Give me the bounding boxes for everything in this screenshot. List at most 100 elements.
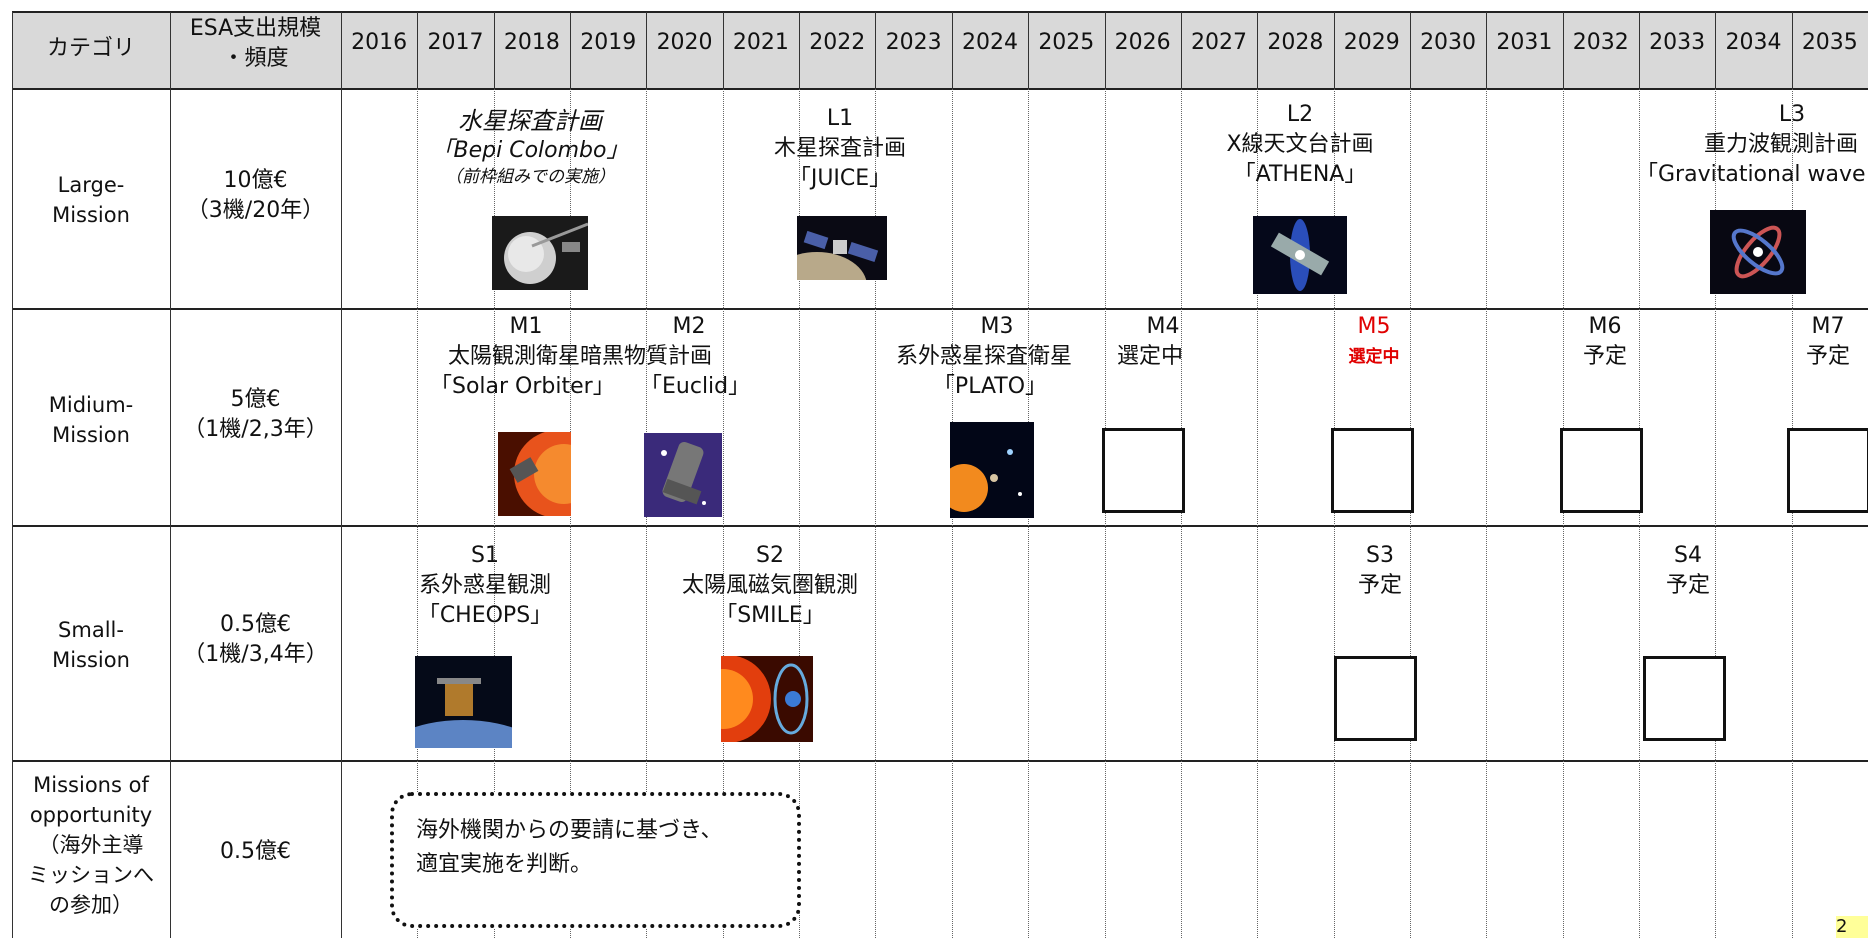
- header-scale: ESA支出規模 ・頻度: [170, 14, 341, 74]
- bepi-colombo-label: 水星探査計画 「Bepi Colombo」 （前枠組みでの実施）: [430, 106, 630, 188]
- m5-status: 選定中: [1348, 347, 1400, 367]
- year-header-2035: 2035: [1801, 30, 1858, 55]
- year-grid-line: [1486, 89, 1488, 938]
- m2-euclid-label: M2 暗黒物質計画 「Euclid」: [580, 312, 770, 402]
- year-header-2019: 2019: [580, 30, 637, 55]
- year-header-divider: [799, 12, 801, 89]
- year-header-2028: 2028: [1267, 30, 1324, 55]
- s4-label: S4 予定: [1638, 541, 1738, 601]
- year-grid-line: [1638, 89, 1640, 938]
- year-header-2030: 2030: [1420, 30, 1477, 55]
- row-opportunity-category-line1: Missions of: [33, 773, 149, 797]
- year-header-2032: 2032: [1572, 30, 1629, 55]
- row-medium-category-line1: Midium-: [48, 393, 134, 417]
- l3-name: 重力波観測計画: [1703, 132, 1858, 157]
- row-opportunity-category-line5: の参加）: [49, 893, 133, 917]
- year-header-2031: 2031: [1496, 30, 1553, 55]
- row-large-scale-line1: 10億€: [223, 168, 288, 193]
- header-bottom-border: [12, 88, 1868, 90]
- scale-column-border: [341, 12, 342, 938]
- row-divider-medium-small: [12, 525, 1868, 527]
- year-header-2017: 2017: [427, 30, 484, 55]
- row-opportunity-category-line4: ミッションへ: [28, 863, 154, 887]
- s4-code: S4: [1674, 543, 1702, 568]
- year-header-divider: [1715, 12, 1717, 89]
- bepi-colombo-project: 「Bepi Colombo」: [431, 138, 629, 163]
- year-header-divider: [570, 12, 572, 89]
- solar-orbiter-image: [498, 432, 571, 516]
- bepi-colombo-name: 水星探査計画: [458, 107, 602, 135]
- year-grid-line: [1104, 89, 1106, 938]
- m4-status: 選定中: [1116, 344, 1183, 369]
- m7-label: M7 予定: [1788, 312, 1868, 372]
- row-opportunity-category-line2: opportunity: [29, 803, 153, 827]
- m2-code: M2: [672, 314, 706, 339]
- year-grid-line: [1333, 89, 1335, 938]
- l3-gravitational-wave-label: L3 重力波観測計画 「Gravitational wave: [1636, 100, 1868, 190]
- s2-smile-label: S2 太陽風磁気圏観測 「SMILE」: [660, 541, 880, 631]
- m5-placeholder-box: [1331, 428, 1414, 513]
- year-header-2024: 2024: [961, 30, 1018, 55]
- header-scale-line2: ・頻度: [222, 46, 289, 71]
- year-header-divider: [417, 12, 419, 89]
- year-header-divider: [1486, 12, 1488, 89]
- category-column-border: [170, 12, 171, 938]
- year-header-divider: [951, 12, 953, 89]
- year-header-divider: [1028, 12, 1030, 89]
- s3-placeholder-box: [1334, 656, 1417, 741]
- year-grid-line: [722, 89, 724, 938]
- euclid-image: [644, 433, 722, 517]
- year-header-2016: 2016: [351, 30, 408, 55]
- m5-code: M5: [1357, 314, 1391, 339]
- s2-name: 太陽風磁気圏観測: [681, 573, 858, 598]
- year-grid-line: [799, 89, 801, 938]
- m3-code: M3: [980, 314, 1014, 339]
- s3-code: S3: [1366, 543, 1394, 568]
- l1-project: 「JUICE」: [788, 166, 892, 191]
- row-divider-large-medium: [12, 308, 1868, 310]
- row-large-category-line2: Mission: [52, 203, 130, 227]
- year-grid-line: [417, 89, 419, 938]
- row-large-category: Large- Mission: [12, 170, 170, 230]
- m3-project: 「PLATO」: [932, 374, 1048, 399]
- year-header-2034: 2034: [1725, 30, 1782, 55]
- s1-project: 「CHEOPS」: [417, 603, 553, 628]
- bepi-colombo-spacecraft-image: [492, 216, 588, 290]
- m2-project: 「Euclid」: [640, 374, 751, 399]
- l2-name: X線天文台計画: [1226, 132, 1374, 157]
- plato-image: [950, 422, 1034, 518]
- table-top-border: [12, 11, 1868, 13]
- m1-project: 「Solar Orbiter」: [430, 374, 615, 399]
- m1-solar-orbiter-label: M1 太陽観測衛星 「Solar Orbiter」: [430, 312, 615, 402]
- year-header-divider: [875, 12, 877, 89]
- row-opportunity-category: Missions of opportunity （海外主導 ミッションへ の参加…: [12, 770, 170, 920]
- row-large-scale: 10億€ （3機/20年）: [170, 166, 341, 226]
- l1-name: 木星探査計画: [773, 136, 906, 161]
- m7-status: 予定: [1805, 344, 1850, 369]
- s1-cheops-label: S1 系外惑星観測 「CHEOPS」: [390, 541, 580, 631]
- row-medium-scale: 5億€ （1機/2,3年）: [170, 385, 341, 445]
- cheops-image: [415, 656, 512, 748]
- row-medium-category-line2: Mission: [52, 423, 130, 447]
- m6-label: M6 予定: [1555, 312, 1655, 372]
- m7-placeholder-box: [1787, 428, 1868, 513]
- row-medium-scale-line1: 5億€: [230, 387, 281, 412]
- s2-project: 「SMILE」: [715, 603, 825, 628]
- year-grid-line: [493, 89, 495, 938]
- juice-spacecraft-image: [797, 216, 887, 280]
- year-header-divider: [1104, 12, 1106, 89]
- year-header-2023: 2023: [885, 30, 942, 55]
- row-small-scale: 0.5億€ （1機/3,4年）: [170, 610, 341, 670]
- row-divider-small-opportunity: [12, 760, 1868, 762]
- year-header-2021: 2021: [732, 30, 789, 55]
- m3-plato-label: M3 系外惑星探査衛星 「PLATO」: [874, 312, 1094, 402]
- m2-name: 暗黒物質計画: [580, 344, 713, 369]
- row-small-scale-line1: 0.5億€: [220, 612, 291, 637]
- header-row-background: [12, 12, 1868, 89]
- l3-project: 「Gravitational wave: [1636, 162, 1866, 187]
- year-header-divider: [1562, 12, 1564, 89]
- m4-placeholder-box: [1102, 428, 1185, 513]
- year-header-divider: [722, 12, 724, 89]
- l2-athena-label: L2 X線天文台計画 「ATHENA」: [1200, 100, 1400, 190]
